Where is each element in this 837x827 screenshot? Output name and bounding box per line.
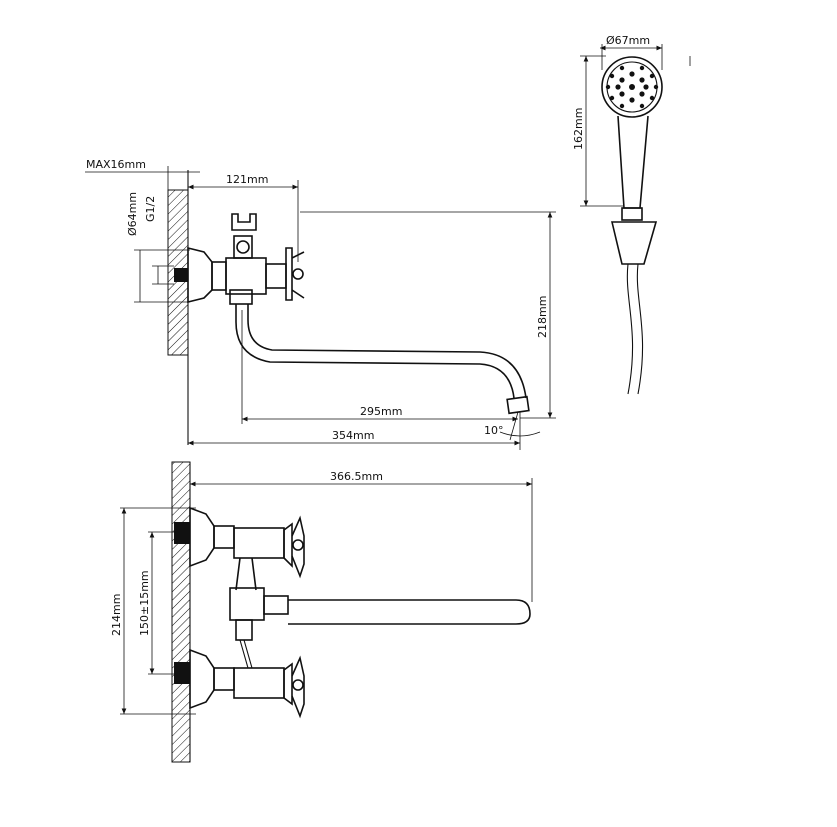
aerator: [506, 395, 530, 415]
label-height-218: 218mm: [536, 296, 549, 338]
hand-shower-view: Ø67mm 162mm: [572, 34, 691, 395]
spout-outer: [235, 304, 515, 399]
label-max-wall: MAX16mm: [86, 158, 146, 171]
inlet-pipe: [174, 268, 188, 282]
spout-top: [288, 599, 531, 625]
label-head-length: 162mm: [572, 108, 585, 150]
shower-bracket: [610, 221, 658, 265]
label-reach-121: 121mm: [226, 173, 268, 186]
top-view: 366.5mm 214mm 150±15mm: [110, 461, 533, 763]
label-head-diameter: Ø67mm: [606, 34, 650, 47]
label-diameter-64: Ø64mm: [126, 192, 139, 236]
diverter-body: [229, 587, 265, 621]
valve-upper: [233, 527, 285, 559]
valve-lower: [233, 667, 285, 699]
side-view: MAX16mm 121mm Ø64mm G1/2 218mm 295mm 354…: [85, 158, 556, 450]
label-length-354: 354mm: [332, 429, 374, 442]
handle-upper: [292, 539, 304, 551]
mixer-body: [225, 257, 267, 295]
label-height-214: 214mm: [110, 594, 123, 636]
escutcheon: [187, 246, 213, 304]
wall-top: [171, 461, 191, 763]
label-thread: G1/2: [144, 196, 157, 222]
handle-lower: [292, 679, 304, 691]
handle-knob: [292, 268, 304, 280]
label-spout-295: 295mm: [360, 405, 402, 418]
hose-connector: [239, 639, 253, 669]
shower-hose: [626, 263, 644, 395]
escutcheon-lower: [189, 648, 215, 710]
shower-head: [601, 56, 663, 118]
label-length-366: 366.5mm: [330, 470, 383, 483]
shower-holder: [231, 213, 257, 231]
label-angle: 10°: [484, 424, 504, 437]
label-spacing: 150±15mm: [138, 570, 151, 636]
shower-nozzles: [605, 65, 659, 109]
escutcheon-upper: [189, 506, 215, 568]
shower-handle: [617, 115, 649, 209]
